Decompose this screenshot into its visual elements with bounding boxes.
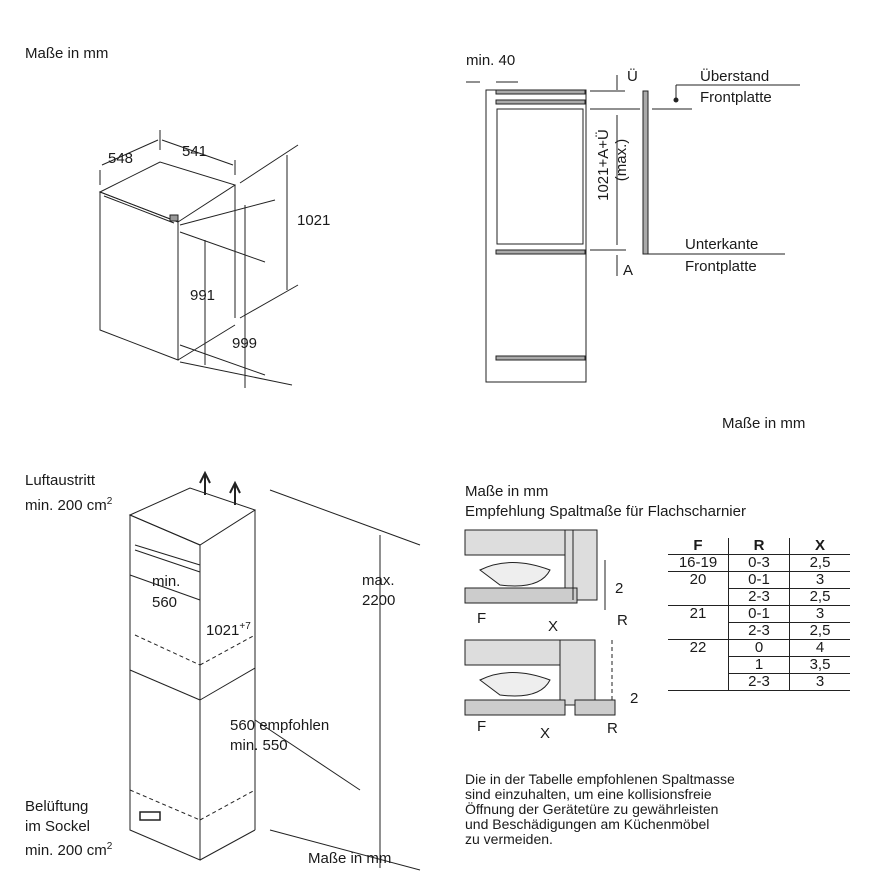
x-label-bottom: X bbox=[540, 725, 551, 742]
cell-f-empty bbox=[668, 622, 729, 640]
header-f: F bbox=[668, 538, 729, 555]
cell-f: 22 bbox=[668, 639, 729, 657]
cell-f: 21 bbox=[668, 605, 729, 623]
f-label-top: F bbox=[477, 610, 487, 627]
min-gap-label: min. 40 bbox=[466, 52, 516, 69]
lower-edge-label: Unterkante bbox=[685, 236, 759, 253]
vent-label: Belüftung bbox=[25, 798, 89, 815]
depth-recommended: 560 empfohlen bbox=[230, 717, 330, 734]
note-line-1: Die in der Tabelle empfohlenen Spaltmass… bbox=[465, 771, 735, 787]
max-height-value: 2200 bbox=[362, 592, 396, 609]
total-height-dimension: 1021 bbox=[297, 212, 331, 229]
hinge-detail-drawing-bottom bbox=[464, 639, 616, 716]
table-row: 2-3 2,5 bbox=[668, 622, 850, 640]
cell-f-empty bbox=[668, 588, 729, 606]
front-height-dimension: 991 bbox=[190, 287, 216, 304]
unit-label-top-right: Maße in mm bbox=[722, 415, 806, 432]
table-row: 20 0-1 3 bbox=[668, 571, 850, 589]
niche-section-drawing bbox=[466, 75, 800, 383]
gap-2-label-top: 2 bbox=[615, 580, 624, 597]
note-line-3: Öffnung der Gerätetüre zu gewährleisten bbox=[465, 801, 719, 817]
cell-x: 3 bbox=[789, 571, 850, 589]
side-height-dimension: 999 bbox=[232, 335, 258, 352]
fridge-isometric-drawing bbox=[98, 130, 299, 388]
overhang-label: Überstand bbox=[700, 68, 770, 85]
table-row: 2-3 2,5 bbox=[668, 588, 850, 606]
overhang-symbol: Ü bbox=[627, 68, 638, 85]
table-row: 2-3 3 bbox=[668, 673, 850, 691]
a-symbol: A bbox=[623, 262, 634, 279]
cell-r: 1 bbox=[728, 656, 790, 674]
gap-2-label-bottom: 2 bbox=[630, 690, 639, 707]
width-dimension: 541 bbox=[182, 143, 208, 160]
cell-f-empty bbox=[668, 673, 729, 691]
r-label-bottom: R bbox=[607, 720, 618, 737]
note-line-4: und Beschädigungen am Küchenmöbel bbox=[465, 816, 710, 832]
cell-x: 3 bbox=[789, 605, 850, 623]
cell-x: 4 bbox=[789, 639, 850, 657]
cell-f: 16-19 bbox=[668, 554, 729, 572]
cell-f: 20 bbox=[668, 571, 729, 589]
hinge-detail-drawing-top bbox=[464, 529, 606, 610]
cell-r: 2-3 bbox=[728, 588, 790, 606]
table-row: 1 3,5 bbox=[668, 656, 850, 674]
unit-label-bottom-right: Maße in mm bbox=[465, 483, 549, 500]
table-row: 21 0-1 3 bbox=[668, 605, 850, 623]
min-width-value: 560 bbox=[152, 594, 178, 611]
niche-height: 1021+7 bbox=[206, 621, 251, 639]
unit-label-top-left: Maße in mm bbox=[25, 45, 109, 62]
cell-x: 2,5 bbox=[809, 622, 831, 639]
table-row: 22 0 4 bbox=[668, 639, 850, 657]
cell-x: 3 bbox=[815, 673, 825, 690]
cell-f-empty bbox=[668, 656, 729, 674]
cell-r: 0-1 bbox=[728, 605, 790, 623]
lower-edge-label-2: Frontplatte bbox=[685, 258, 757, 275]
height-max-label: (max.) bbox=[613, 138, 630, 182]
note-line-2: sind einzuhalten, um eine kollisionsfrei… bbox=[465, 786, 712, 802]
cell-r: 0-3 bbox=[728, 554, 790, 572]
max-height-label: max. bbox=[362, 572, 395, 589]
gap-dimension-table: F R X 16-19 0-3 2,5 20 0-1 3 2-3 2,5 21 … bbox=[668, 538, 850, 691]
header-x: X bbox=[814, 537, 825, 554]
cell-r: 2-3 bbox=[728, 622, 790, 640]
header-r: R bbox=[728, 538, 790, 555]
depth-dimension: 548 bbox=[108, 150, 134, 167]
gap-recommendation-title: Empfehlung Spaltmaße für Flachscharnier bbox=[465, 503, 746, 520]
depth-min: min. 550 bbox=[230, 737, 288, 754]
cell-x: 2,5 bbox=[809, 554, 831, 571]
x-label-top: X bbox=[548, 618, 559, 635]
cell-x: 3,5 bbox=[789, 656, 850, 674]
cabinet-installation-drawing bbox=[128, 470, 421, 871]
cell-r: 0 bbox=[728, 639, 790, 657]
min-width-label: min. bbox=[152, 573, 181, 590]
r-label-top: R bbox=[617, 612, 628, 629]
cell-r: 2-3 bbox=[728, 673, 790, 691]
air-outlet-label: Luftaustritt bbox=[25, 472, 96, 489]
overhang-label-2: Frontplatte bbox=[700, 89, 772, 106]
height-formula: 1021+A+Ü bbox=[595, 129, 612, 201]
note-line-5: zu vermeiden. bbox=[465, 831, 553, 847]
air-outlet-area: min. 200 cm2 bbox=[25, 496, 113, 514]
cell-r: 0-1 bbox=[728, 571, 790, 589]
vent-area: min. 200 cm2 bbox=[25, 841, 113, 859]
table-row: 16-19 0-3 2,5 bbox=[668, 554, 850, 572]
f-label-bottom: F bbox=[477, 718, 487, 735]
cell-x: 2,5 bbox=[809, 588, 831, 605]
vent-label-2: im Sockel bbox=[25, 818, 91, 835]
unit-label-bottom-left: Maße in mm bbox=[308, 850, 392, 867]
